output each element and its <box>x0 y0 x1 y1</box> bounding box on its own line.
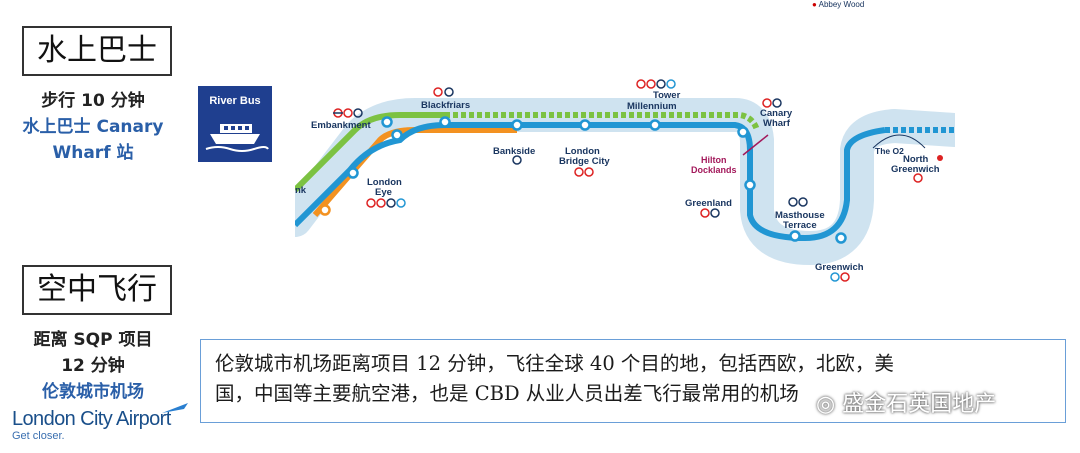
label-eye: Eye <box>375 187 392 198</box>
label-bridge-city: Bridge City <box>559 156 610 167</box>
info-line2: 国，中国等主要航空港，也是 CBD 从业人员出差飞行最常用的机场 <box>215 382 799 405</box>
label-north-greenwich: Greenwich <box>891 164 940 175</box>
label-docklands: Docklands <box>691 165 737 175</box>
airport-name: 伦敦城市机场 <box>42 382 144 402</box>
air-title: 空中飞行 <box>37 272 157 307</box>
river-bus-title: 水上巴士 <box>37 33 157 68</box>
label-london-b: London <box>565 146 600 157</box>
river-bus-route-map: Embankment Blackfriars Tower Millennium … <box>295 79 955 282</box>
stop-tower <box>649 119 661 131</box>
stop-london-bridge <box>579 119 591 131</box>
label-hilton: Hilton <box>701 155 727 165</box>
stop-greenland <box>744 179 756 191</box>
river-bus-title-box: 水上巴士 <box>22 26 172 76</box>
distance-line1: 距离 SQP 项目 <box>33 330 153 350</box>
roundel-icon-tower <box>636 79 676 89</box>
label-greenwich: Greenwich <box>815 262 864 273</box>
label-wharf: Wharf <box>763 118 791 129</box>
info-line1: 伦敦城市机场距离项目 12 分钟，飞往全球 40 个目的地，包括西欧，北欧，美 <box>215 352 894 375</box>
distance-line2: 12 分钟 <box>61 356 125 376</box>
walk-time: 步行 10 分钟 <box>41 91 145 111</box>
label-north: North <box>903 154 929 165</box>
abbey-wood-label: Abbey Wood <box>818 0 865 9</box>
river-bus-caption: 步行 10 分钟 水上巴士 Canary Wharf 站 <box>8 88 178 166</box>
roundel-icon-bankside <box>512 155 522 165</box>
label-tower: Tower <box>653 90 681 101</box>
label-bankside: Bankside <box>493 146 535 157</box>
airport-logo-tagline: Get closer. <box>12 430 65 442</box>
stop-london-eye <box>391 129 403 141</box>
stop-canary-wharf <box>737 126 749 138</box>
air-caption: 距离 SQP 项目 12 分钟 伦敦城市机场 <box>8 327 178 405</box>
label-blackfriars: Blackfriars <box>421 100 470 111</box>
label-embankment: Embankment <box>311 120 371 131</box>
watermark-text: 盛金石英国地产 <box>842 392 997 417</box>
roundel-icon-canary <box>762 98 782 108</box>
stop-embankment <box>381 116 393 128</box>
roundel-icon-london-bridge <box>574 167 594 177</box>
plane-icon <box>162 403 188 413</box>
roundel-icon-embankment <box>333 108 363 118</box>
stop-orange-left <box>319 204 331 216</box>
stop-bankside <box>511 119 523 131</box>
label-edge-fragment: nk <box>295 185 307 196</box>
stop-masthouse <box>789 230 801 242</box>
label-millennium: Millennium <box>627 101 677 112</box>
label-greenland: Greenland <box>685 198 732 209</box>
roundel-icon-masthouse <box>788 197 808 207</box>
roundel-icon-blackfriars <box>433 87 454 97</box>
roundel-icon-greenland <box>700 208 720 218</box>
green-route-dashed <box>445 112 760 132</box>
hilton-link <box>742 134 769 156</box>
stop-left-edge <box>347 167 359 179</box>
label-canary: Canary <box>760 108 793 119</box>
boat-icon <box>205 124 269 152</box>
airport-logo-text: London City Airport <box>12 408 171 430</box>
roundel-icon-greenwich <box>830 272 850 282</box>
station-line2: Wharf 站 <box>52 143 134 163</box>
green-route-solid <box>295 112 445 193</box>
airport-info-box: 伦敦城市机场距离项目 12 分钟，飞往全球 40 个目的地，包括西欧，北欧，美 … <box>200 339 1066 423</box>
wechat-watermark: ◎ 盛金石英国地产 <box>816 388 1056 422</box>
blue-route <box>295 122 886 242</box>
label-masthouse: Masthouse <box>775 210 825 221</box>
roundel-icon-north-greenwich <box>913 155 943 183</box>
label-the-o2: The O2 <box>875 146 904 156</box>
top-snippet-right: ● Abbey Wood <box>812 0 864 9</box>
label-london: London <box>367 177 402 188</box>
wechat-icon: ◎ <box>816 392 836 417</box>
stop-greenwich <box>835 232 847 244</box>
roundel-icon-london-eye <box>366 198 406 208</box>
label-terrace: Terrace <box>783 220 817 231</box>
river-bus-logo-text: River Bus <box>209 95 261 107</box>
rail-icon: ● <box>812 0 817 9</box>
interchange-icons <box>333 79 943 282</box>
stop-blackfriars <box>439 116 451 128</box>
o2-dome <box>872 134 926 149</box>
river-bus-logo: River Bus <box>198 86 272 162</box>
air-title-box: 空中飞行 <box>22 265 172 315</box>
london-city-airport-logo: London City Airport Get closer. <box>12 403 192 448</box>
station-line1: 水上巴士 Canary <box>22 117 164 137</box>
